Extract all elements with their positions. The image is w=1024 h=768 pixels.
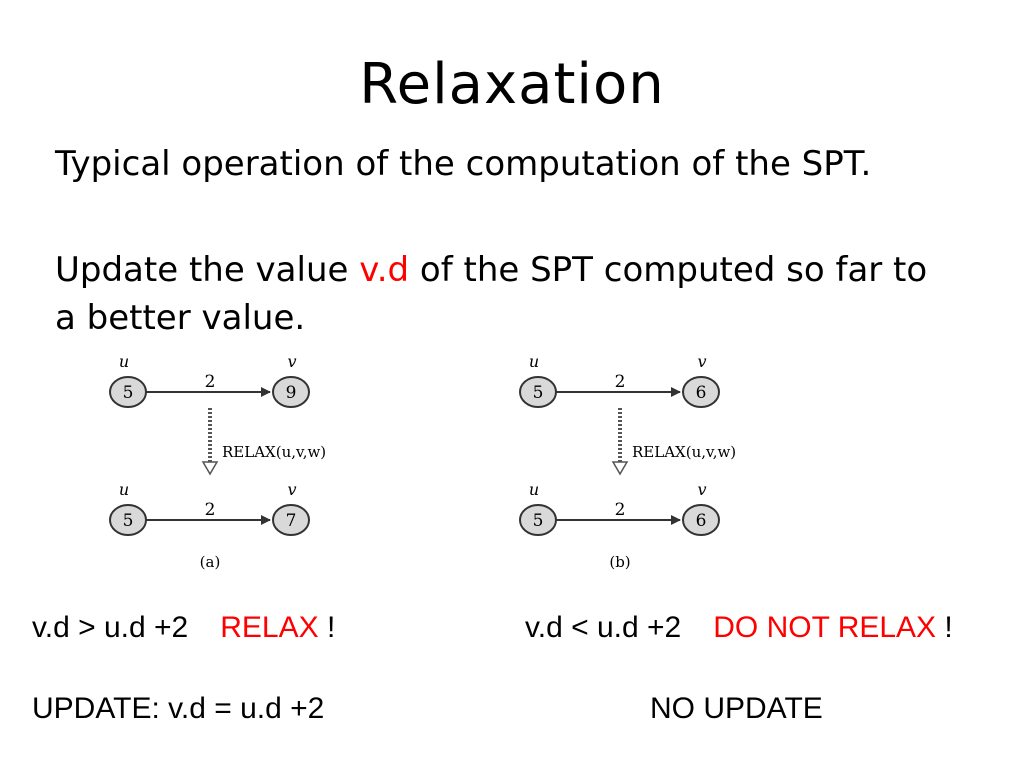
top-node-v [682,376,720,408]
bottom-node-u-value: 5 [123,511,134,531]
paragraph-update-after: of the SPT computed so far to a better v… [55,250,928,338]
top-node-u-value: 5 [123,383,134,403]
top-v-label: v [697,352,706,371]
case-a-condition: v.d > u.d +2 [32,611,189,644]
paragraph-update-before: Update the value [55,250,360,290]
case-b-verdict: DO NOT RELAX [713,611,937,644]
relax-operation-label: RELAX(u,v,w) [222,443,326,461]
bottom-node-v [682,504,720,536]
bottom-v-label: v [697,480,706,499]
relax-diagram-b: u v 2 5 6 RELAX(u,v,w) u v 2 5 6 (b) [519,352,736,571]
top-u-label: u [119,352,129,371]
case-b-condition: v.d < u.d +2 [525,611,682,644]
bottom-edge-weight: 2 [205,500,216,520]
case-a-verdict: RELAX [220,611,319,644]
page-title: Relaxation [359,52,665,117]
bottom-node-v [272,504,310,536]
top-edge-weight: 2 [615,372,626,392]
diagram-caption: (a) [200,553,221,571]
paragraph-update: Update the value v.d of the SPT computed… [55,246,935,342]
highlight-vd: v.d [359,250,410,290]
case-b-statement: v.d < u.d +2 DO NOT RELAX ! [525,611,953,645]
bottom-node-v-value: 6 [696,511,707,531]
top-u-label: u [529,352,539,371]
bottom-node-u [109,504,147,536]
relax-arrow-head [201,461,219,476]
top-node-u [109,376,147,408]
relax-arrow-head [611,461,629,476]
diagram-caption: (b) [609,553,630,571]
case-b-suffix: ! [936,611,953,644]
bottom-v-label: v [287,480,296,499]
case-a-statement: v.d > u.d +2 RELAX ! [32,611,335,645]
top-v-label: v [287,352,296,371]
top-node-u-value: 5 [533,383,544,403]
top-node-v-value: 9 [286,383,297,403]
bottom-u-label: u [119,480,129,499]
top-node-u [519,376,557,408]
bottom-edge-weight: 2 [615,500,626,520]
bottom-u-label: u [529,480,539,499]
paragraph-typical-operation: Typical operation of the computation of … [55,144,872,184]
relax-operation-label: RELAX(u,v,w) [632,443,736,461]
case-a-suffix: ! [318,611,336,644]
case-a-update: UPDATE: v.d = u.d +2 [32,692,325,725]
top-node-v [272,376,310,408]
top-edge-weight: 2 [205,372,216,392]
bottom-node-u-value: 5 [533,511,544,531]
top-node-v-value: 6 [696,383,707,403]
case-b-update: NO UPDATE [650,692,823,725]
relax-diagram-a: u v 2 5 9 RELAX(u,v,w) u v 2 5 7 (a) [109,352,326,571]
bottom-node-u [519,504,557,536]
bottom-node-v-value: 7 [286,511,297,531]
